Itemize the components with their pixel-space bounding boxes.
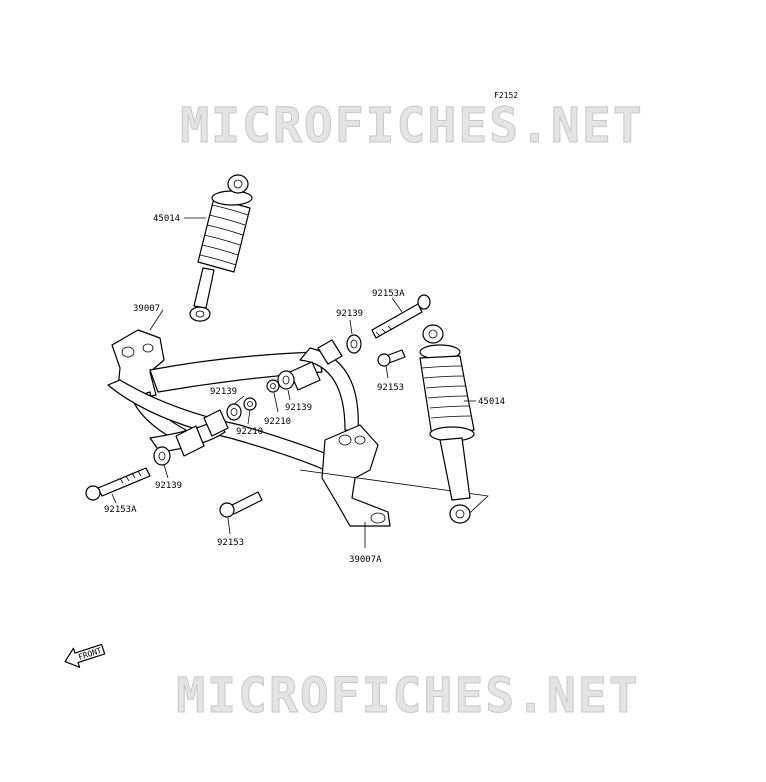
label-bolt-small-bottom: 92153 (217, 538, 244, 548)
label-shock-left: 45014 (153, 214, 180, 224)
bolt-92153a-right (371, 294, 431, 339)
label-collar-a: 92210 (236, 427, 263, 437)
label-bush-right-top: 92139 (336, 309, 363, 319)
label-shock-right: 45014 (478, 397, 505, 407)
label-bolt-left: 92153A (104, 505, 137, 515)
figure-code: F2152 (494, 91, 518, 100)
label-bush-center-b: 92139 (285, 403, 312, 413)
label-arm-lower: 39007A (349, 555, 382, 565)
bushing-right-top (317, 334, 362, 365)
bolt-92153-bottom (219, 491, 263, 518)
watermark-top: MICROFICHES.NET (180, 98, 643, 154)
bolt-92153-right (377, 349, 406, 367)
shock-absorber-right (419, 324, 475, 524)
label-bush-center-a: 92139 (210, 387, 237, 397)
shock-absorber-left (189, 174, 253, 322)
watermark-bottom: MICROFICHES.NET (176, 668, 639, 724)
label-collar-b: 92210 (264, 417, 291, 427)
label-bolt-small-right: 92153 (377, 383, 404, 393)
label-bolt-right-top: 92153A (372, 289, 405, 299)
bolt-92153a-left (85, 467, 151, 501)
front-arrow-icon: FRONT (64, 643, 106, 668)
bushing-center (266, 361, 321, 393)
label-arm-upper: 39007 (133, 304, 160, 314)
front-label: FRONT (77, 646, 103, 662)
bushing-left (153, 425, 205, 466)
label-bush-left: 92139 (155, 481, 182, 491)
